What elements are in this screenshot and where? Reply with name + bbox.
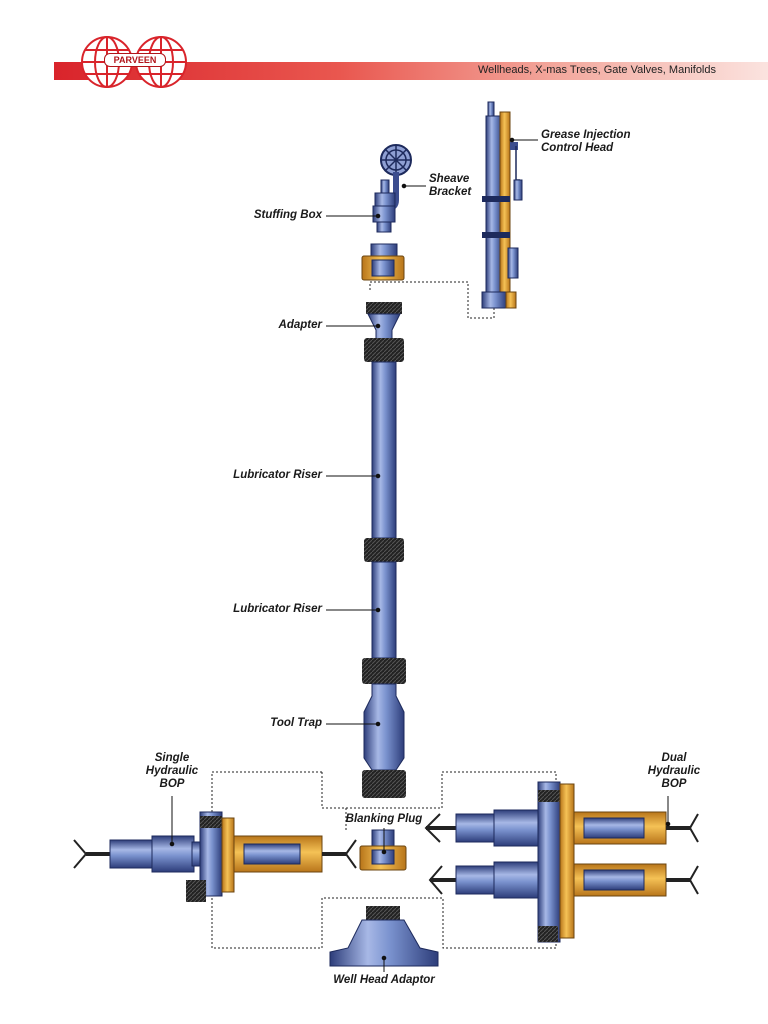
stuffing-box-label: Stuffing Box: [253, 209, 322, 221]
lubricator-riser-label-1: Lubricator Riser: [233, 469, 322, 481]
leader-lines: [169, 137, 671, 972]
sheave-bracket-label: Sheave Bracket: [429, 173, 471, 199]
well-head-adaptor-part: [329, 906, 439, 967]
dual-bop-part: [424, 781, 699, 943]
union-coupling-part: [361, 243, 405, 281]
tool-trap-label: Tool Trap: [270, 717, 322, 729]
grease-head-part: [481, 101, 523, 309]
single-bop-label-line3: BOP: [159, 778, 185, 790]
dual-bop-label: Dual Hydraulic BOP: [634, 752, 714, 791]
stuffing-box-part: [372, 179, 396, 233]
grease-head-label: Grease Injection Control Head: [541, 129, 630, 155]
grease-head-label-line2: Control Head: [541, 142, 614, 154]
grease-head-label-line1: Grease Injection: [541, 129, 631, 141]
logo-wordmark: PARVEEN: [104, 53, 166, 67]
lubricator-riser-label-2: Lubricator Riser: [233, 603, 322, 615]
lubricator-string: [362, 338, 406, 798]
blanking-plug-label: Blanking Plug: [345, 813, 423, 825]
single-bop-label-line2: Hydraulic: [145, 765, 199, 777]
dual-bop-label-line3: BOP: [661, 778, 687, 790]
header-banner: [54, 62, 768, 80]
single-bop-part: [73, 811, 357, 902]
sheave-label-line2: Bracket: [429, 186, 472, 198]
single-bop-label: Single Hydraulic BOP: [132, 752, 212, 791]
header-tagline: Wellheads, X-mas Trees, Gate Valves, Man…: [477, 64, 716, 76]
sheave-label-line1: Sheave: [429, 173, 470, 185]
blanking-plug-part: [359, 829, 407, 871]
adapter-label: Adapter: [278, 319, 322, 331]
adapter-part: [366, 302, 402, 341]
single-bop-label-line1: Single: [154, 752, 190, 764]
dual-bop-label-line1: Dual: [661, 752, 687, 764]
well-head-adaptor-label: Well Head Adaptor: [333, 974, 435, 986]
dual-bop-label-line2: Hydraulic: [647, 765, 701, 777]
